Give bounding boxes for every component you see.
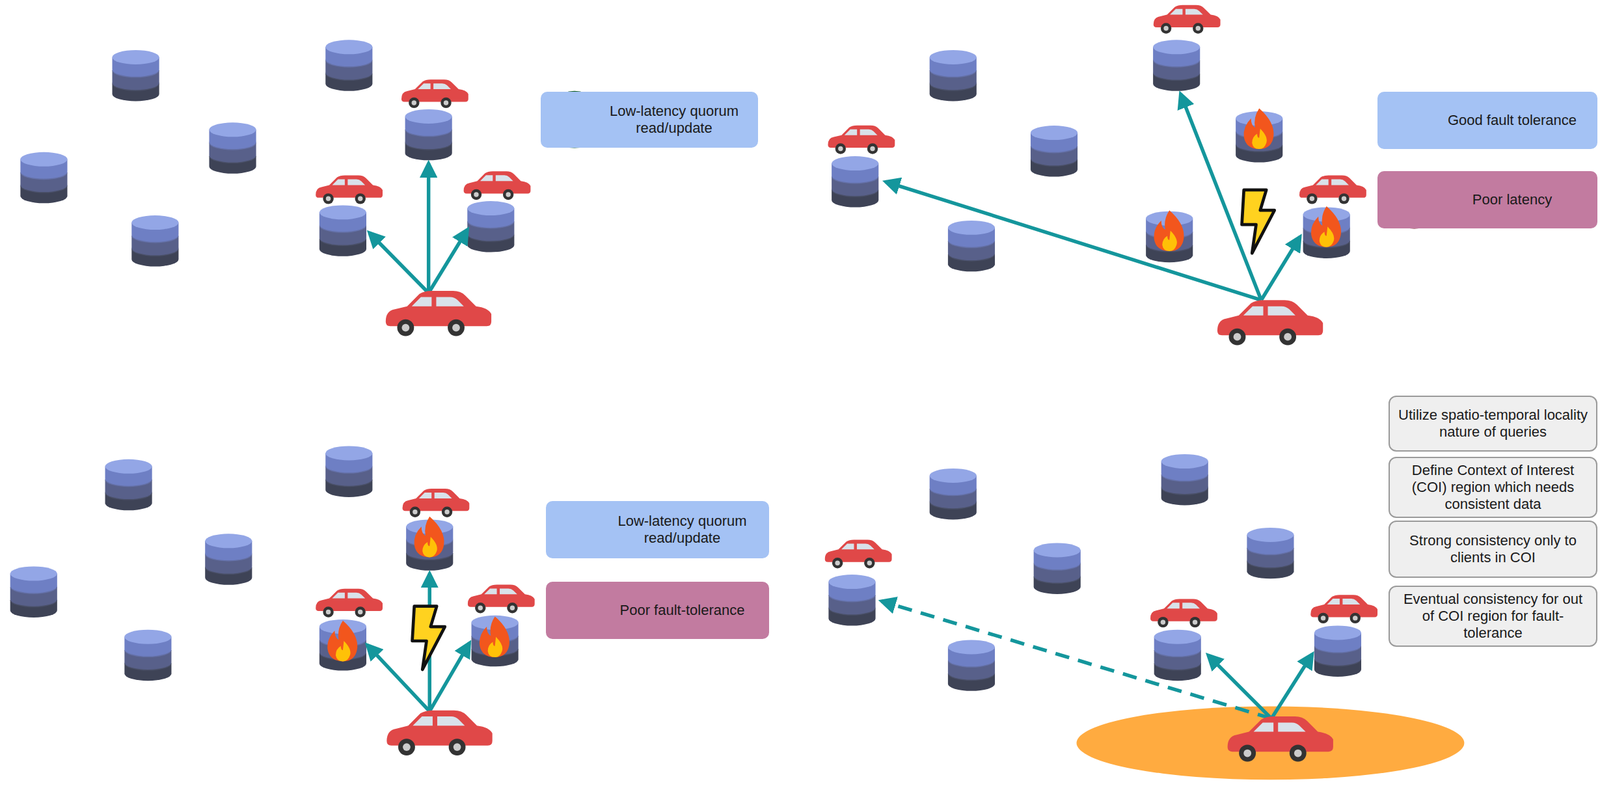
box-text: Poor fault-tolerance bbox=[620, 601, 746, 619]
box-text: Low-latency quorum read/update bbox=[596, 102, 752, 137]
box-text: Low-latency quorum read/update bbox=[601, 512, 763, 547]
box-text: Eventual consistency for out of COI regi… bbox=[1396, 590, 1590, 642]
box-text: Good fault tolerance bbox=[1447, 111, 1577, 129]
box-text: Poor latency bbox=[1472, 191, 1552, 209]
idea-box: Eventual consistency for out of COI regi… bbox=[1388, 585, 1598, 647]
box-text: Strong consistency only to clients in CO… bbox=[1396, 532, 1590, 567]
pro-box: Good fault tolerance bbox=[1377, 91, 1598, 150]
quorum-box: Low-latency quorum read/update bbox=[545, 501, 770, 559]
con-box: Poor latency bbox=[1377, 171, 1598, 229]
box-text: Utilize spatio-temporal locality nature … bbox=[1396, 406, 1590, 441]
con-box: Poor fault-tolerance bbox=[545, 581, 770, 639]
idea-box: Define Context of Interest (COI) region … bbox=[1388, 456, 1598, 518]
box-text: Define Context of Interest (COI) region … bbox=[1396, 461, 1590, 513]
quorum-box: Low-latency quorum read/update bbox=[540, 91, 759, 148]
idea-box: Strong consistency only to clients in CO… bbox=[1388, 520, 1598, 578]
idea-box: Utilize spatio-temporal locality nature … bbox=[1388, 395, 1598, 452]
